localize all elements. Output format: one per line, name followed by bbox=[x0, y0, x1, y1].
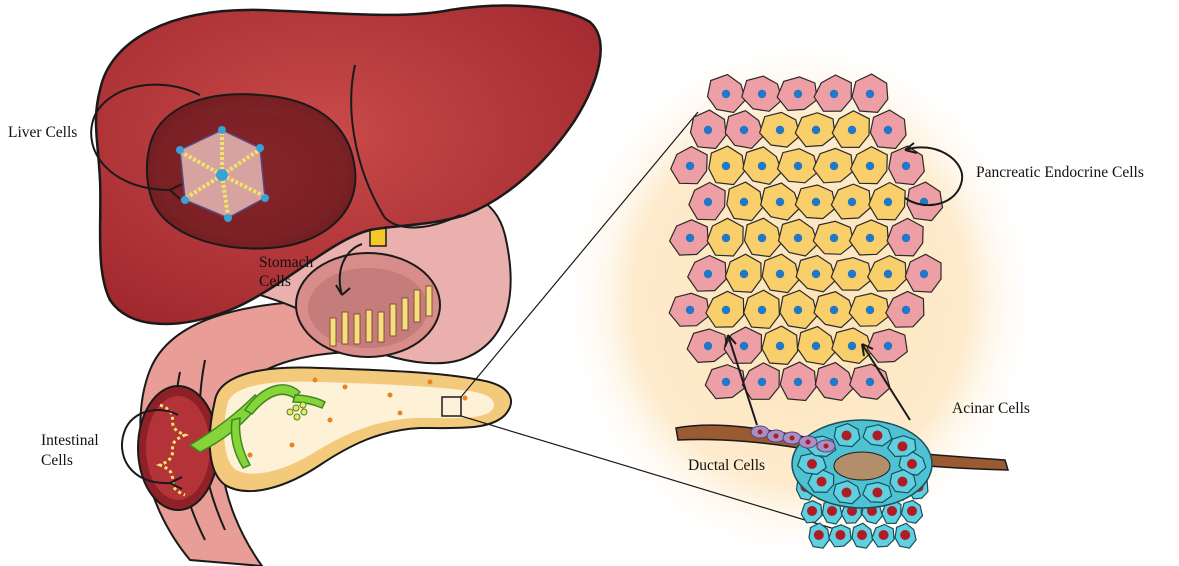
cell-nucleus bbox=[830, 90, 838, 98]
cell-nucleus bbox=[686, 162, 694, 170]
cell-nucleus bbox=[920, 270, 928, 278]
cell-nucleus bbox=[848, 126, 856, 134]
cell-nucleus bbox=[722, 234, 730, 242]
cell-nucleus bbox=[776, 126, 784, 134]
cell-nucleus bbox=[794, 234, 802, 242]
cell-nucleus bbox=[830, 306, 838, 314]
cell-nucleus bbox=[902, 162, 910, 170]
cell-nucleus bbox=[686, 234, 694, 242]
cell-nucleus bbox=[884, 198, 892, 206]
acinar-nucleus bbox=[807, 506, 817, 516]
cell-nucleus bbox=[740, 198, 748, 206]
label-pancreatic-endocrine-cells: Pancreatic Endocrine Cells bbox=[976, 164, 1144, 181]
cell-nucleus bbox=[812, 342, 820, 350]
pancreatic-islet-icon bbox=[669, 74, 942, 400]
cell-nucleus bbox=[722, 162, 730, 170]
label-intestinal-cells-2: Cells bbox=[41, 452, 73, 469]
cell-nucleus bbox=[866, 234, 874, 242]
cell-nucleus bbox=[866, 162, 874, 170]
cell-nucleus bbox=[758, 162, 766, 170]
acinar-nucleus bbox=[814, 530, 824, 540]
acinar-nucleus bbox=[835, 530, 845, 540]
cell-nucleus bbox=[848, 198, 856, 206]
cell-nucleus bbox=[722, 90, 730, 98]
cell-nucleus bbox=[794, 90, 802, 98]
cell-nucleus bbox=[830, 234, 838, 242]
cell-nucleus bbox=[812, 270, 820, 278]
acinar-cell bbox=[872, 525, 894, 547]
cell-nucleus bbox=[722, 306, 730, 314]
acinar-nucleus bbox=[907, 506, 917, 516]
cell-nucleus bbox=[866, 306, 874, 314]
cell-nucleus bbox=[830, 378, 838, 386]
label-intestinal-cells-1: Intestinal bbox=[41, 432, 99, 449]
cell-nucleus bbox=[758, 306, 766, 314]
cell-nucleus bbox=[884, 270, 892, 278]
cell-nucleus bbox=[740, 126, 748, 134]
cell-nucleus bbox=[884, 342, 892, 350]
acinar-nucleus bbox=[827, 506, 837, 516]
cell-nucleus bbox=[758, 234, 766, 242]
cell-nucleus bbox=[866, 378, 874, 386]
acinar-lumen bbox=[834, 452, 890, 480]
cell-nucleus bbox=[848, 270, 856, 278]
cell-nucleus bbox=[902, 306, 910, 314]
cell-nucleus bbox=[902, 234, 910, 242]
acinar-cell bbox=[801, 501, 822, 523]
cell-nucleus bbox=[722, 378, 730, 386]
cell-nucleus bbox=[704, 198, 712, 206]
cell-nucleus bbox=[740, 270, 748, 278]
cell-nucleus bbox=[776, 270, 784, 278]
acinar-nucleus bbox=[879, 530, 889, 540]
cell-nucleus bbox=[848, 342, 856, 350]
cell-nucleus bbox=[812, 198, 820, 206]
cell-nucleus bbox=[776, 198, 784, 206]
acinar-nucleus bbox=[900, 530, 910, 540]
label-liver-cells: Liver Cells bbox=[8, 124, 77, 141]
cell-nucleus bbox=[794, 162, 802, 170]
label-ductal-cells: Ductal Cells bbox=[688, 457, 765, 474]
label-acinar-cells: Acinar Cells bbox=[952, 400, 1030, 417]
cell-nucleus bbox=[794, 306, 802, 314]
pancreas bbox=[190, 367, 511, 491]
cell-nucleus bbox=[686, 306, 694, 314]
cell-nucleus bbox=[740, 342, 748, 350]
cell-nucleus bbox=[812, 126, 820, 134]
cell-nucleus bbox=[704, 126, 712, 134]
cell-nucleus bbox=[830, 162, 838, 170]
cell-nucleus bbox=[758, 90, 766, 98]
cell-nucleus bbox=[884, 126, 892, 134]
cell-nucleus bbox=[866, 90, 874, 98]
cell-nucleus bbox=[704, 342, 712, 350]
cell-nucleus bbox=[794, 378, 802, 386]
acinar-nucleus bbox=[887, 506, 897, 516]
label-stomach-cells-1: Stomach bbox=[259, 254, 313, 271]
cell-nucleus bbox=[776, 342, 784, 350]
label-stomach-cells-2: Cells bbox=[259, 273, 291, 290]
acinar-nucleus bbox=[857, 530, 867, 540]
cell-nucleus bbox=[758, 378, 766, 386]
cell-nucleus bbox=[704, 270, 712, 278]
